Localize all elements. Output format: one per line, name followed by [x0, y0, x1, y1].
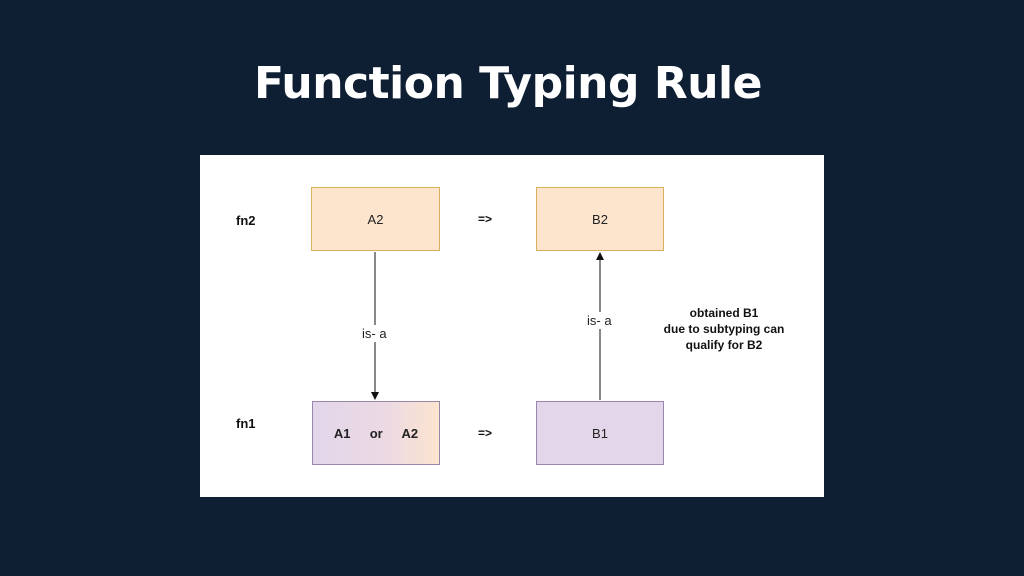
note-line-2: due to subtyping can: [663, 322, 785, 336]
edge-label-left: is- a: [360, 325, 389, 342]
box-a1-or-a2: A1 or A2: [312, 401, 440, 465]
implies-arrow-fn2: =>: [478, 212, 493, 226]
row-label-fn1: fn1: [236, 416, 256, 431]
note-line-3: qualify for B2: [685, 338, 763, 352]
subtyping-note: obtained B1 due to subtyping can qualify…: [634, 305, 814, 353]
edge-label-right: is- a: [585, 312, 614, 329]
row-label-fn2: fn2: [236, 213, 256, 228]
note-line-1: obtained B1: [689, 306, 759, 320]
diagram-canvas: fn2 fn1 A2 B2 A1 or A2 B1 => => is- a is…: [200, 155, 824, 497]
box-a1-or-a2-label: A1 or A2: [333, 425, 419, 441]
box-a2-label: A2: [367, 211, 384, 227]
box-a2: A2: [311, 187, 440, 251]
box-b1: B1: [536, 401, 664, 465]
implies-arrow-fn1: =>: [478, 426, 493, 440]
box-b2-label: B2: [592, 211, 608, 227]
box-b1-label: B1: [592, 425, 608, 441]
slide-title: Function Typing Rule: [254, 58, 762, 109]
box-b2: B2: [536, 187, 664, 251]
